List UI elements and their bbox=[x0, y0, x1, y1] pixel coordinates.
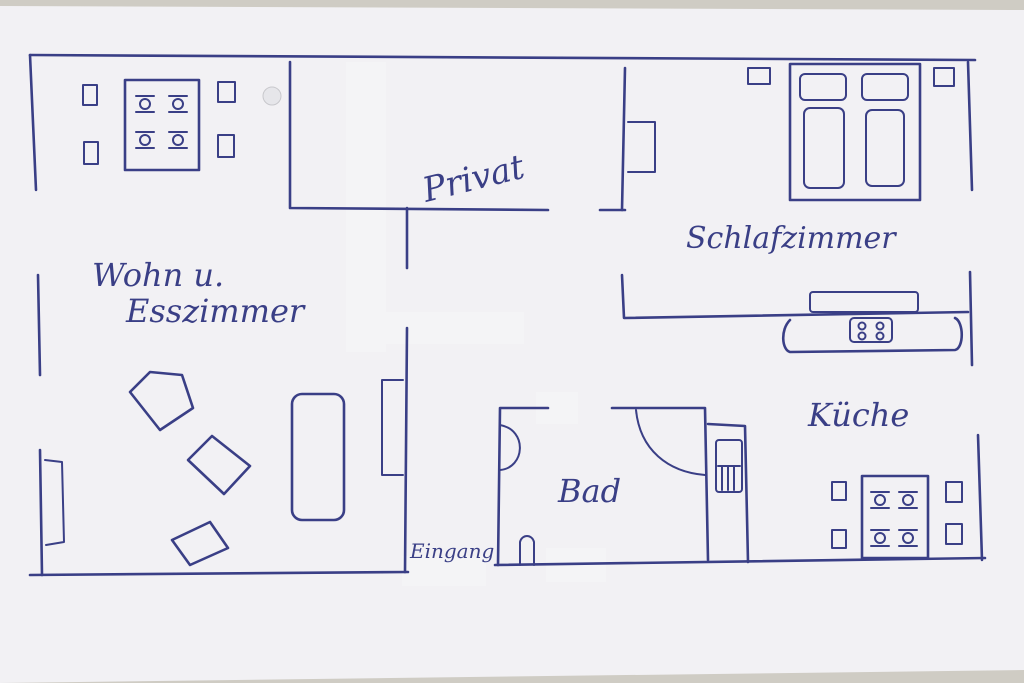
doors bbox=[44, 121, 706, 566]
room-label-eingang: Eingang bbox=[409, 539, 494, 563]
sofa bbox=[290, 392, 346, 522]
kitchen-table bbox=[860, 474, 930, 560]
nightstand bbox=[747, 67, 771, 85]
walls bbox=[28, 53, 987, 577]
room-label-schlafzimmer: Schlafzimmer bbox=[686, 221, 897, 256]
hall-wall-left bbox=[403, 326, 409, 574]
kitchen-island bbox=[781, 316, 964, 354]
chair bbox=[217, 134, 235, 158]
room-label-wohn-line1: Wohn u. bbox=[92, 256, 224, 294]
entrance-door bbox=[519, 535, 535, 566]
tape-strips bbox=[346, 62, 606, 586]
living-door-left bbox=[44, 459, 65, 546]
paper-sheet bbox=[0, 6, 1024, 683]
privat-right-wall bbox=[620, 66, 627, 212]
chair bbox=[945, 523, 963, 545]
chair bbox=[217, 81, 236, 103]
counter bbox=[809, 291, 919, 313]
kitchen-furniture bbox=[781, 291, 964, 560]
outer-wall-top bbox=[28, 53, 977, 62]
bath-wall-left bbox=[496, 406, 550, 567]
bedroom-bottom-wall bbox=[620, 273, 970, 320]
bedroom-furniture bbox=[747, 62, 955, 202]
stove-top bbox=[849, 317, 893, 343]
shower-tray bbox=[715, 439, 743, 493]
outer-wall-left-mid bbox=[36, 273, 42, 377]
outer-wall-right-mid bbox=[968, 270, 974, 367]
bath-fixtures bbox=[706, 422, 750, 564]
chair bbox=[831, 529, 847, 549]
blanket bbox=[803, 107, 845, 189]
pillow bbox=[799, 73, 847, 101]
outer-wall-left-bottom bbox=[38, 448, 44, 577]
chair bbox=[945, 481, 963, 503]
tape-strip-vertical bbox=[346, 62, 386, 352]
outer-wall-left-top bbox=[28, 53, 38, 192]
outer-wall-bottom-left bbox=[28, 570, 410, 577]
privat-door bbox=[627, 121, 656, 173]
dining-table bbox=[123, 78, 201, 172]
bath-door-swing bbox=[635, 409, 706, 476]
dining-set bbox=[82, 78, 236, 172]
chair bbox=[82, 84, 98, 106]
room-label-wohn-line2: Esszimmer bbox=[125, 292, 306, 330]
living-seating bbox=[128, 370, 404, 567]
pin-mark bbox=[262, 86, 282, 106]
chair bbox=[831, 481, 847, 501]
blanket bbox=[865, 109, 905, 187]
room-label-kueche: Küche bbox=[807, 396, 909, 434]
pillow bbox=[861, 73, 909, 101]
nightstand bbox=[933, 67, 955, 87]
sideboard bbox=[381, 379, 404, 476]
privat-wall bbox=[288, 60, 550, 212]
shower-cabinet bbox=[706, 422, 750, 564]
room-label-bad: Bad bbox=[557, 472, 621, 510]
bath-door-left bbox=[499, 424, 521, 471]
armchair bbox=[170, 520, 230, 567]
armchair bbox=[186, 434, 252, 496]
bed bbox=[788, 62, 922, 202]
tape-strip-entrance bbox=[402, 556, 486, 586]
chair bbox=[83, 141, 99, 165]
tape-strip-horizontal bbox=[386, 312, 524, 344]
outer-wall-right-top bbox=[966, 60, 974, 192]
bath-wall-right bbox=[610, 406, 710, 562]
outer-wall-right-bottom bbox=[976, 433, 984, 562]
armchair bbox=[128, 370, 195, 432]
